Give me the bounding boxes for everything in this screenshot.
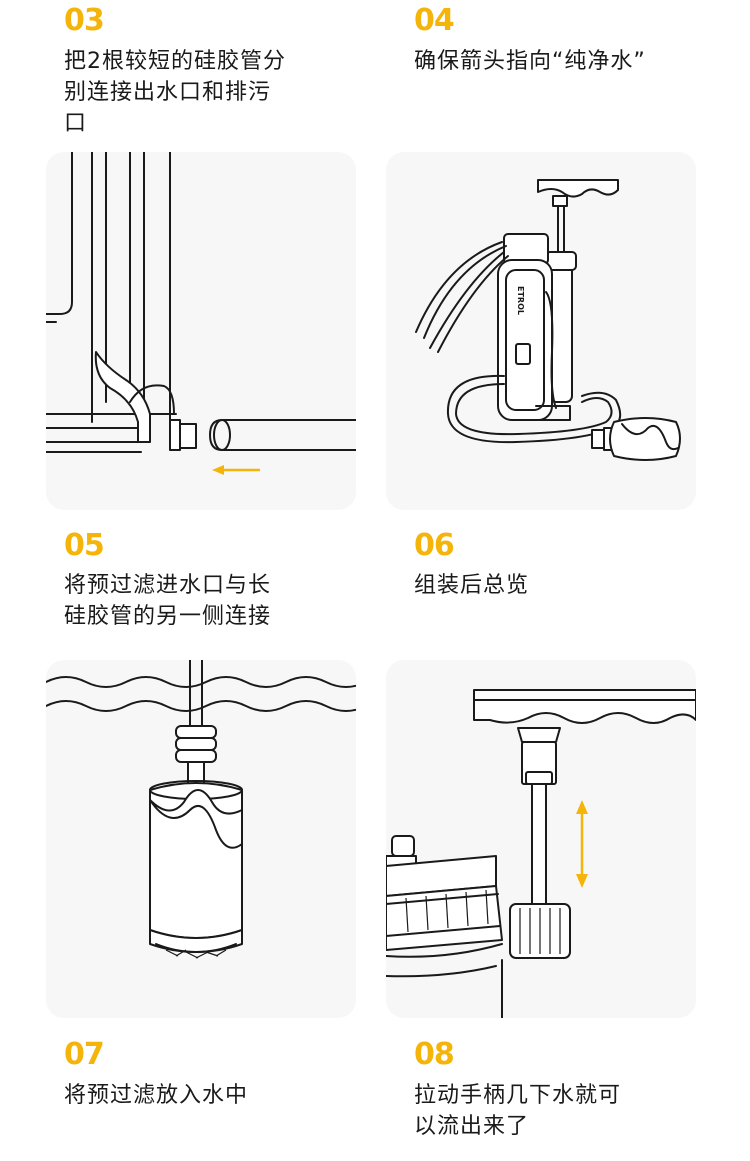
pump-tubes-drawing: ETROL: [415, 179, 681, 461]
step-text-line: 组装后总览: [414, 573, 530, 598]
prefilter-water-drawing: [46, 660, 356, 959]
step-number-07: 07: [64, 1037, 105, 1072]
step-number-06: 06: [414, 528, 455, 563]
step-text-line: 把2根较短的硅胶管分: [64, 49, 286, 74]
illustration-pull-handle: [386, 660, 696, 1018]
step-number-08: 08: [414, 1037, 455, 1072]
step-number-04: 04: [414, 3, 455, 38]
step-text-08: 拉动手柄几下水就可 以流出来了: [414, 1080, 621, 1142]
step-text-05: 将预过滤进水口与长 硅胶管的另一侧连接: [64, 570, 271, 632]
pull-handle-drawing: [386, 689, 696, 1018]
step-text-line: 别连接出水口和排污: [64, 80, 272, 105]
illustration-prefilter-in-water: [46, 660, 356, 1018]
step-text-07: 将预过滤放入水中: [64, 1080, 248, 1111]
step-text-04: 确保箭头指向“纯净水”: [414, 46, 646, 77]
outlet-connection-drawing: [46, 152, 356, 475]
step-text-line: 将预过滤进水口与长: [64, 573, 272, 598]
step-text-line: 口: [64, 111, 88, 136]
step-text-line: 以流出来了: [414, 1114, 530, 1139]
step-text-03: 把2根较短的硅胶管分 别连接出水口和排污 口: [64, 46, 286, 139]
step-text-line: 确保箭头指向“纯净水”: [414, 49, 646, 74]
step-number-03: 03: [64, 3, 105, 38]
pump-brand-label: ETROL: [516, 286, 525, 315]
step-text-line: 将预过滤放入水中: [64, 1083, 249, 1108]
step-number-05: 05: [64, 528, 105, 563]
illustration-connect-outlet: [46, 152, 356, 510]
step-text-line: 拉动手柄几下水就可: [414, 1083, 622, 1108]
step-text-line: 硅胶管的另一侧连接: [64, 604, 272, 629]
step-text-06: 组装后总览: [414, 570, 529, 601]
illustration-arrow-direction: ETROL: [386, 152, 696, 510]
